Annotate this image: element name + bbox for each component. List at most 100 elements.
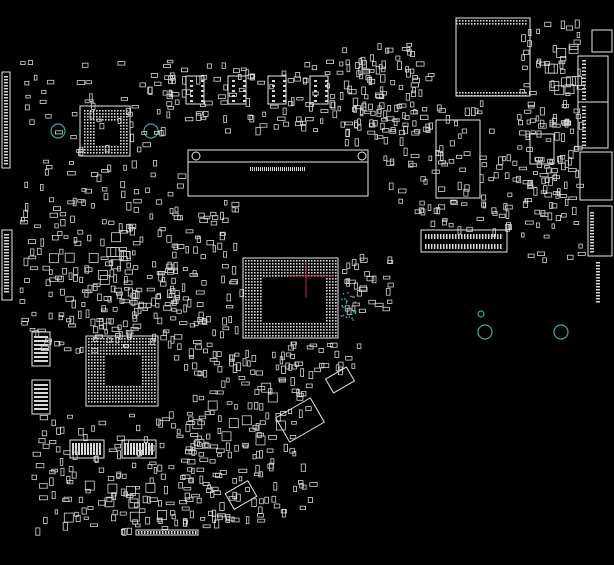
passive-component — [139, 508, 146, 513]
left-chip-2[interactable] — [31, 379, 51, 415]
connector-pin — [250, 167, 251, 171]
bga-ball — [483, 23, 485, 25]
passive-component — [305, 406, 312, 411]
passive-component — [388, 182, 394, 191]
bga-ball — [151, 383, 153, 385]
passive-component — [91, 102, 96, 110]
soc-bga-outline[interactable] — [79, 105, 131, 157]
passive-component — [377, 43, 382, 50]
bga-ball — [97, 338, 99, 340]
bga-ball — [123, 113, 125, 115]
passive-component — [234, 444, 239, 452]
passive-component — [202, 369, 208, 378]
right-connector-4[interactable] — [587, 205, 613, 257]
passive-component — [226, 516, 235, 522]
right-connector-3[interactable] — [579, 151, 613, 201]
bga-ball — [97, 344, 99, 346]
connector-pin — [596, 262, 600, 264]
passive-component — [132, 323, 142, 329]
bga-ball — [121, 347, 123, 349]
passive-component — [151, 261, 157, 268]
passive-component — [162, 330, 167, 336]
connector-pin — [288, 167, 289, 171]
passive-component — [141, 131, 148, 135]
passive-component — [226, 293, 231, 302]
passive-component — [215, 390, 224, 395]
bga-ball — [100, 338, 102, 340]
bga-ball — [136, 389, 138, 391]
small-ic-right[interactable] — [529, 133, 555, 165]
passive-component — [506, 221, 511, 230]
passive-component — [361, 68, 370, 73]
connector-pin — [4, 276, 9, 278]
bga-ball — [130, 389, 132, 391]
bga-ball — [103, 398, 105, 400]
passive-component — [228, 496, 236, 501]
bga-ball — [284, 329, 286, 331]
bottom-chip-2[interactable] — [121, 439, 157, 459]
io-connector-outline[interactable] — [420, 229, 508, 253]
bga-ball — [88, 365, 90, 367]
connector-pin — [300, 167, 301, 171]
connector-pin — [4, 154, 8, 156]
passive-component — [196, 236, 201, 243]
bga-ball — [148, 371, 150, 373]
passive-component — [166, 263, 174, 269]
passive-component — [435, 150, 443, 157]
bga-ball — [332, 293, 334, 295]
bga-ball — [100, 398, 102, 400]
connector-pin — [4, 237, 9, 239]
bga-ball — [120, 128, 122, 130]
bga-ball — [254, 260, 256, 262]
bga-ball — [88, 359, 90, 361]
passive-component — [544, 177, 550, 183]
bga-ball — [266, 335, 268, 337]
bga-ball — [124, 341, 126, 343]
bga-ball — [278, 269, 280, 271]
passive-component — [59, 248, 64, 255]
bottom-header[interactable] — [135, 529, 199, 536]
tilted-chip-2[interactable] — [324, 366, 356, 394]
passive-component — [568, 157, 572, 166]
bga-ball — [91, 368, 93, 370]
left-edge-connector-2[interactable] — [1, 229, 13, 301]
cpu-socket-outline[interactable] — [242, 257, 339, 339]
bga-ball — [272, 335, 274, 337]
passive-component — [180, 475, 186, 481]
bga-ball — [142, 362, 144, 364]
passive-component — [189, 273, 198, 277]
bga-ball — [88, 341, 90, 343]
connector-pin — [582, 109, 586, 111]
mount-hole-5 — [477, 310, 485, 318]
bga-ball — [245, 296, 247, 298]
passive-component — [205, 316, 211, 323]
passive-component — [173, 267, 178, 275]
passive-component — [131, 462, 137, 469]
passive-component — [346, 64, 351, 73]
passive-component — [169, 208, 174, 214]
bga-ball — [105, 116, 107, 118]
bga-ball — [296, 335, 298, 337]
passive-component — [381, 60, 386, 69]
bga-ball — [130, 341, 132, 343]
passive-component — [143, 436, 148, 443]
bga-ball — [124, 392, 126, 394]
bga-ball — [91, 356, 93, 358]
top-right-corner-part[interactable] — [591, 29, 613, 53]
passive-component — [358, 58, 363, 65]
passive-component — [195, 344, 202, 350]
left-edge-connector-1[interactable] — [1, 71, 11, 169]
tilted-chip-3[interactable] — [224, 480, 258, 510]
passive-component — [167, 191, 174, 197]
bga-ball — [142, 392, 144, 394]
passive-component — [121, 299, 130, 304]
right-connector-2[interactable] — [577, 101, 609, 149]
dimm-slot-outline[interactable] — [187, 149, 369, 197]
bga-ball — [248, 302, 250, 304]
passive-component — [245, 98, 251, 107]
passive-component — [204, 100, 213, 106]
bga-ball — [93, 140, 95, 142]
passive-component — [377, 105, 382, 114]
passive-component — [157, 229, 162, 238]
bga-ball — [123, 149, 125, 151]
